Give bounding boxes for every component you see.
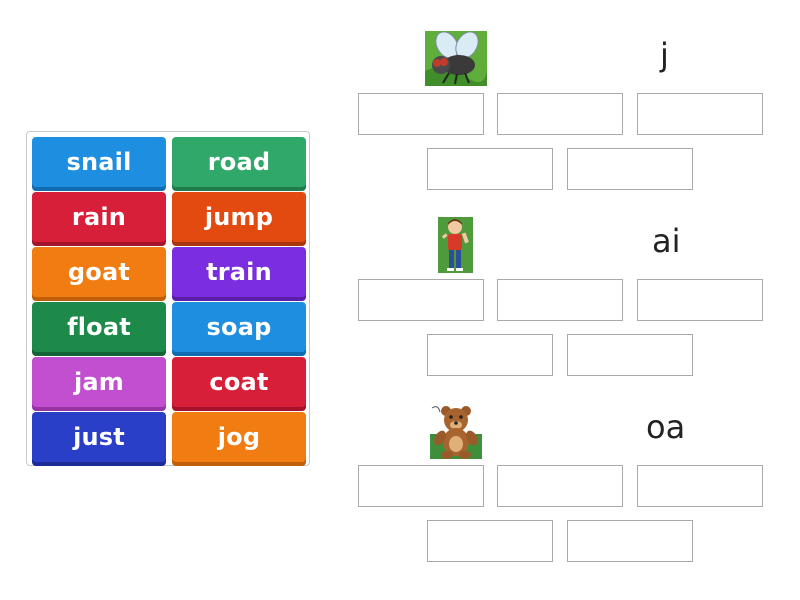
drop-slot-oa-2[interactable] (497, 465, 623, 507)
tile-road[interactable]: road (172, 137, 306, 187)
tile-goat[interactable]: goat (32, 247, 166, 297)
drop-slot-oa-5[interactable] (567, 520, 693, 562)
drop-slot-j-5[interactable] (567, 148, 693, 190)
drop-slot-j-4[interactable] (427, 148, 553, 190)
tile-just[interactable]: just (32, 412, 166, 462)
drop-slot-ai-4[interactable] (427, 334, 553, 376)
tile-soap[interactable]: soap (172, 302, 306, 352)
boy-icon (438, 217, 473, 273)
tile-rain[interactable]: rain (32, 192, 166, 242)
tile-snail[interactable]: snail (32, 137, 166, 187)
drop-slot-oa-1[interactable] (358, 465, 484, 507)
tile-train[interactable]: train (172, 247, 306, 297)
drop-slot-ai-3[interactable] (637, 279, 763, 321)
tile-jam[interactable]: jam (32, 357, 166, 407)
tile-jog[interactable]: jog (172, 412, 306, 462)
drop-slot-ai-2[interactable] (497, 279, 623, 321)
drop-slot-j-3[interactable] (637, 93, 763, 135)
bear-icon (430, 404, 482, 459)
tile-jump[interactable]: jump (172, 192, 306, 242)
group-label-oa: oa (646, 408, 686, 446)
drop-slot-ai-5[interactable] (567, 334, 693, 376)
drop-slot-ai-1[interactable] (358, 279, 484, 321)
drop-slot-j-2[interactable] (497, 93, 623, 135)
drop-slot-oa-4[interactable] (427, 520, 553, 562)
tile-coat[interactable]: coat (172, 357, 306, 407)
fly-icon (425, 31, 487, 86)
group-label-j: j (660, 36, 669, 74)
drop-slot-j-1[interactable] (358, 93, 484, 135)
tile-float[interactable]: float (32, 302, 166, 352)
word-tiles-panel: snail road rain jump goat train float so… (26, 131, 310, 466)
group-label-ai: ai (652, 222, 681, 260)
drop-slot-oa-3[interactable] (637, 465, 763, 507)
